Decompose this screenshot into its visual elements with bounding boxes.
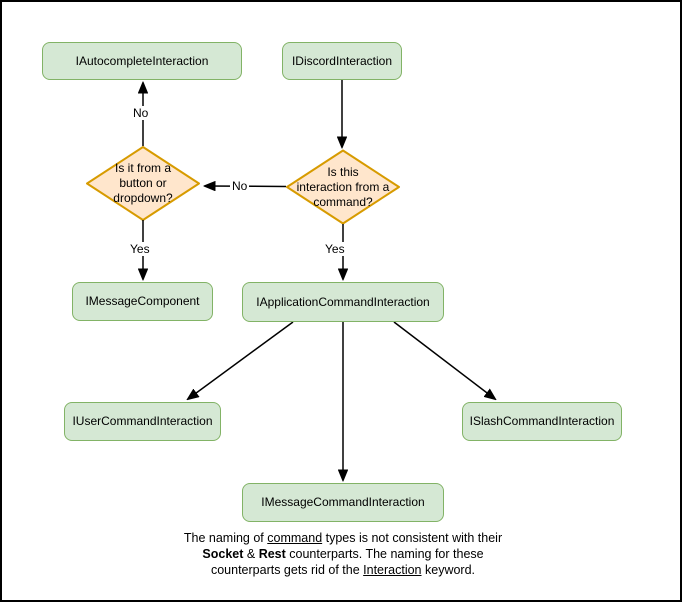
node-autocomplete-interaction-label: IAutocompleteInteraction [75, 53, 209, 68]
caption-line-2-bold-rest: Rest [258, 547, 286, 561]
caption-line-2-post: counterparts. The naming for these [285, 547, 484, 561]
decision-button-dropdown-text: Is it from a button or dropdown? [88, 153, 198, 214]
edge-label-yes-left: Yes [128, 242, 152, 256]
caption-line-3: counterparts gets rid of the Interaction… [2, 562, 680, 578]
node-user-command-interaction: IUserCommandInteraction [64, 402, 221, 441]
node-message-component: IMessageComponent [72, 282, 213, 321]
caption-line-1-pre: The naming of [183, 531, 268, 545]
node-user-command-interaction-label: IUserCommandInteraction [72, 414, 213, 428]
node-slash-command-interaction: ISlashCommandInteraction [462, 402, 622, 441]
caption-line-2: Socket & Rest counterparts. The naming f… [2, 546, 680, 562]
decision-from-command-line-1: Is this [327, 164, 359, 179]
caption-line-2-mid: & [243, 547, 259, 561]
node-application-command-interaction: IApplicationCommandInteraction [242, 282, 444, 322]
caption-line-1-underlined: command [267, 531, 323, 545]
edge-label-no-left: No [230, 179, 250, 193]
caption-line-1: The naming of command types is not consi… [2, 530, 680, 546]
caption-line-3-pre: counterparts gets rid of the [210, 563, 364, 577]
caption-line-2-bold-socket: Socket [202, 547, 244, 561]
decision-button-dropdown-line-1: Is it from a [114, 161, 171, 175]
caption-line-3-underlined: Interaction [363, 563, 422, 577]
edge-application-command-to-slash-command [393, 321, 495, 399]
node-application-command-interaction-label: IApplicationCommandInteraction [256, 294, 430, 309]
decision-from-command-line-2: interaction from a [296, 179, 390, 194]
decision-button-dropdown-line-2: button or [119, 176, 167, 190]
edge-application-command-to-user-command [188, 321, 294, 399]
node-discord-interaction-label: IDiscordInteraction [291, 53, 393, 68]
caption-line-3-post: keyword. [421, 563, 476, 577]
decision-from-command-text: Is this interaction from a command? [288, 156, 398, 218]
node-message-component-label: IMessageComponent [85, 294, 200, 308]
node-discord-interaction: IDiscordInteraction [282, 42, 402, 80]
caption-line-1-post: types is not consistent with their [322, 531, 503, 545]
node-autocomplete-interaction: IAutocompleteInteraction [42, 42, 242, 80]
edge-label-yes-right: Yes [323, 242, 347, 256]
decision-button-dropdown-line-3: dropdown? [113, 191, 173, 205]
decision-from-command-line-3: command? [313, 194, 373, 209]
node-message-command-interaction: IMessageCommandInteraction [242, 483, 444, 522]
node-message-command-interaction-label: IMessageCommandInteraction [261, 495, 425, 509]
caption: The naming of command types is not consi… [2, 530, 680, 578]
edge-label-no-up: No [131, 106, 151, 120]
node-slash-command-interaction-label: ISlashCommandInteraction [469, 414, 615, 428]
